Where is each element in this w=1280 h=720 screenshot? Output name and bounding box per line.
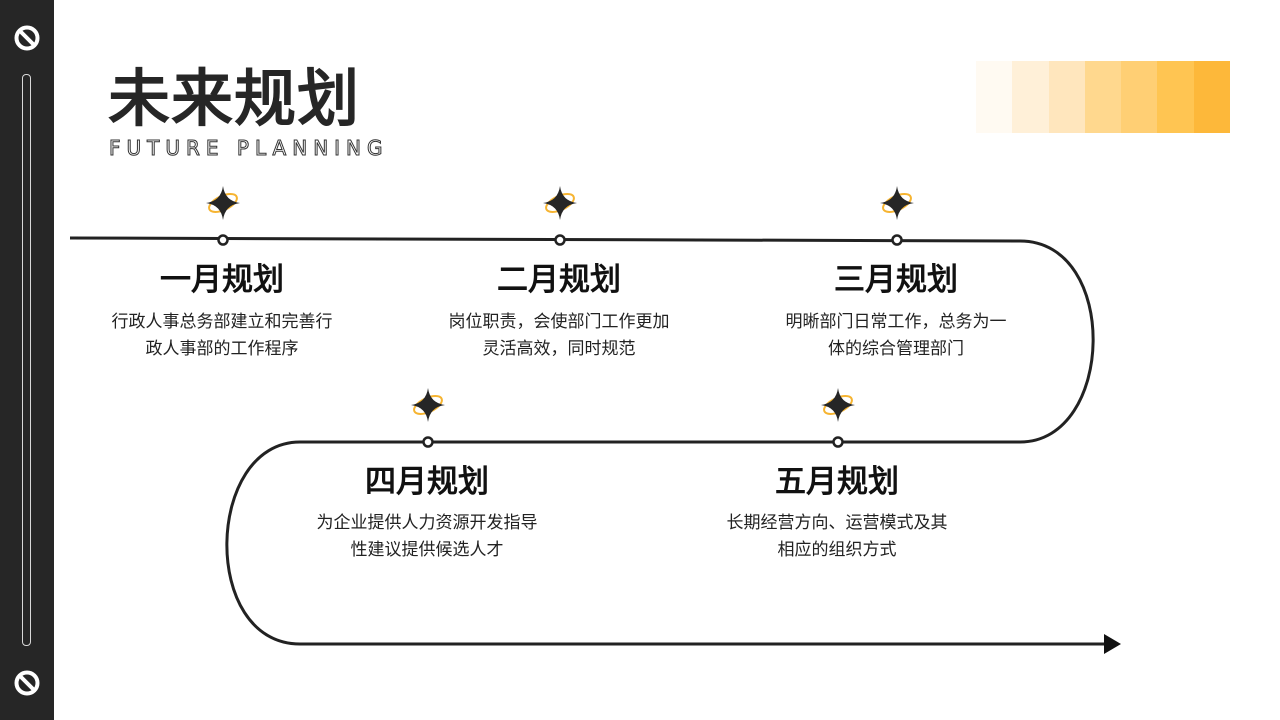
timeline-dot	[891, 234, 903, 246]
gradient-segment	[1157, 61, 1194, 133]
timeline-dot	[832, 436, 844, 448]
milestone-description: 岗位职责，会使部门工作更加灵活高效，同时规范	[448, 312, 670, 359]
milestone-title: 五月规划	[775, 464, 899, 500]
sparkle-icon	[543, 186, 577, 246]
milestone-description: 行政人事总务部建立和完善行政人事部的工作程序	[111, 312, 333, 359]
milestone-description: 明晰部门日常工作，总务为一体的综合管理部门	[785, 312, 1007, 359]
gradient-segment	[1012, 61, 1049, 133]
sidebar-rail	[22, 74, 31, 646]
gradient-decoration	[976, 61, 1230, 133]
milestone-title: 一月规划	[160, 262, 284, 298]
page-subtitle: FUTURE PLANNING	[109, 136, 389, 161]
milestone-title: 四月规划	[365, 464, 489, 500]
ban-icon	[14, 25, 40, 51]
sparkle-icon	[821, 388, 855, 448]
timeline-dot	[422, 436, 434, 448]
gradient-segment	[976, 61, 1013, 133]
milestone-description: 长期经营方向、运营模式及其相应的组织方式	[726, 513, 948, 560]
track-arrow	[1104, 634, 1121, 654]
ban-icon	[14, 670, 40, 696]
sparkle-icon	[206, 186, 240, 246]
timeline-dot	[554, 234, 566, 246]
sidebar	[0, 0, 54, 720]
milestone-title: 二月规划	[497, 262, 621, 298]
sparkle-icon	[411, 388, 445, 448]
sparkle-icon	[880, 186, 914, 246]
gradient-segment	[1121, 61, 1158, 133]
gradient-segment	[1193, 61, 1230, 133]
milestone-title: 三月规划	[834, 262, 958, 298]
milestone-description: 为企业提供人力资源开发指导性建议提供候选人才	[316, 513, 538, 560]
timeline-dot	[217, 234, 229, 246]
gradient-segment	[1048, 61, 1085, 133]
page-title: 未来规划	[108, 62, 361, 135]
gradient-segment	[1084, 61, 1122, 133]
